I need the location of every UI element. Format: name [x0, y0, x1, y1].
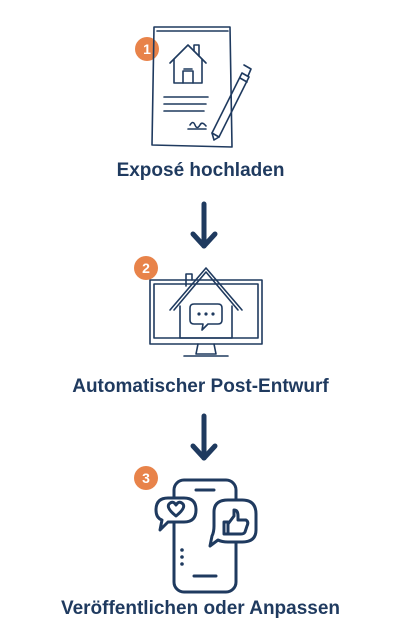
step-1-title: Exposé hochladen [116, 160, 285, 181]
step-1-badge: 1 [135, 37, 159, 61]
arrow-down-icon [190, 201, 218, 249]
smartphone-heart-like-icon [154, 478, 258, 594]
arrow-down-icon [190, 413, 218, 461]
step-2-title: Automatischer Post-Entwurf [72, 376, 329, 397]
step-3-title: Veröffentlichen oder Anpassen [60, 598, 341, 619]
step-2-badge: 2 [134, 256, 158, 280]
monitor-house-chat-icon [149, 267, 263, 357]
step-3-badge: 3 [134, 466, 158, 490]
document-house-pen-icon [151, 26, 252, 148]
